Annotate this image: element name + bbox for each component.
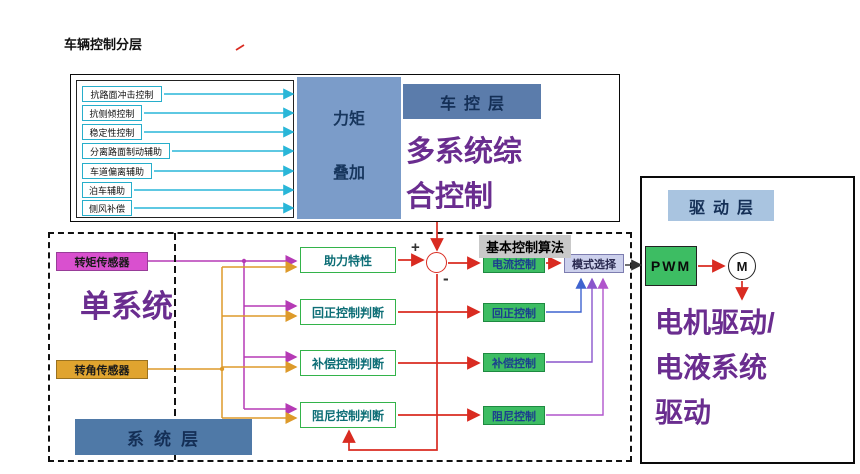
damping-judge-box: 阻尼控制判断 <box>300 402 396 428</box>
return-control-judge-box: 回正控制判断 <box>300 299 396 325</box>
input-lane-departure: 车道偏离辅助 <box>82 163 152 179</box>
input-crosswind-comp: 侧风补偿 <box>82 200 132 216</box>
sum-minus-sign: - <box>443 269 449 288</box>
input-anti-roll: 抗侧倾控制 <box>82 105 142 121</box>
mode-select-box: 模式选择 <box>564 254 624 273</box>
torque-sensor-box: 转矩传感器 <box>56 252 148 271</box>
return-control-box: 回正控制 <box>483 303 545 322</box>
drive-annotation: 电机驱动/ 电液系统 驱动 <box>655 307 775 428</box>
torque-superposition-box: 力矩 叠加 <box>297 77 401 219</box>
drive-layer-box <box>640 176 855 464</box>
page-title: 车辆控制分层 <box>64 37 143 52</box>
multi-system-annotation: 多系统综 合控制 <box>406 136 523 213</box>
assist-characteristic-box: 助力特性 <box>300 247 396 273</box>
vehicle-layer-label: 车控层 <box>403 84 541 119</box>
angle-sensor-box: 转角传感器 <box>56 360 148 379</box>
pwm-box: PWM <box>645 246 697 286</box>
compensation-judge-box: 补偿控制判断 <box>300 350 396 376</box>
compensation-control-box: 补偿控制 <box>483 353 545 372</box>
input-anti-road-shock: 抗路面冲击控制 <box>82 86 162 102</box>
damping-control-box: 阻尼控制 <box>483 406 545 425</box>
system-layer-box <box>48 232 632 462</box>
system-layer-label: 系统层 <box>75 419 252 455</box>
input-stability: 稳定性控制 <box>82 124 142 140</box>
motor-symbol: M <box>728 252 756 280</box>
basic-control-algo-title: 基本控制算法 <box>479 235 572 258</box>
input-parking-assist: 泊车辅助 <box>82 182 132 198</box>
single-system-annotation: 单系统 <box>80 289 173 324</box>
sum-plus-sign: + <box>411 239 420 256</box>
input-split-surface-brake: 分离路面制动辅助 <box>82 143 170 159</box>
drive-layer-label: 驱动层 <box>668 190 774 221</box>
summing-junction <box>426 252 447 273</box>
